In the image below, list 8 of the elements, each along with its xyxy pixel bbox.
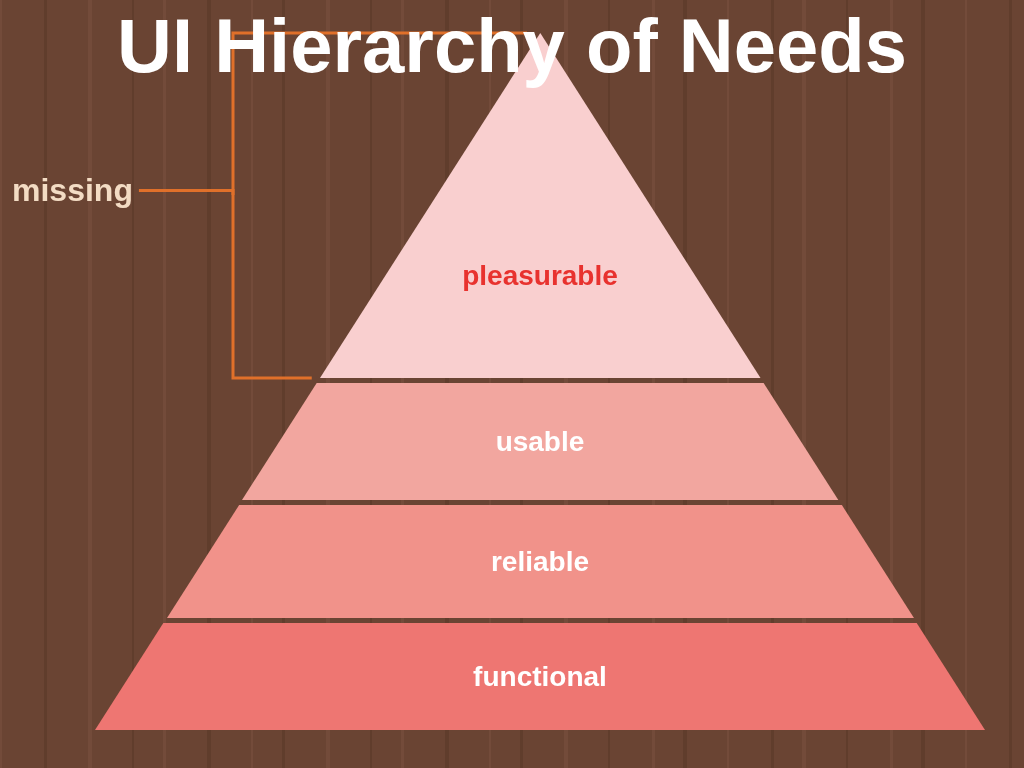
pyramid-tier	[241, 383, 839, 500]
annotation-label: missing	[12, 172, 133, 209]
pyramid-tier	[95, 623, 985, 730]
leader-line	[138, 189, 312, 380]
tier-label: pleasurable	[461, 259, 619, 292]
tier-label: usable	[494, 425, 586, 458]
tier-label: functional	[472, 660, 608, 693]
tier-label: reliable	[489, 545, 590, 578]
